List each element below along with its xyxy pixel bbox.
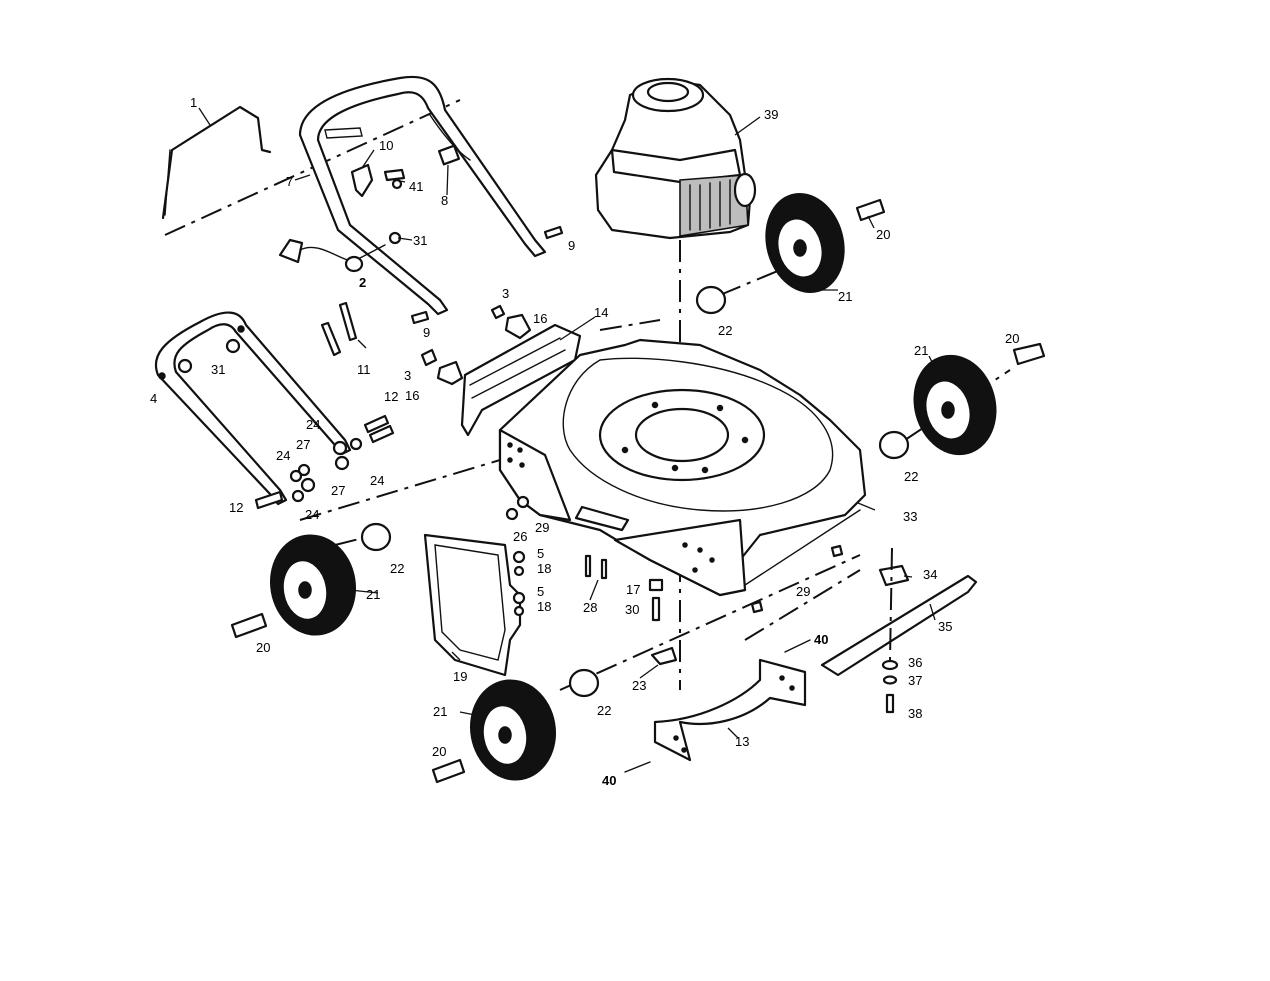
wheel-front-left (433, 670, 598, 787)
callout-29a: 29 (535, 520, 549, 535)
callout-2: 2 (359, 275, 366, 290)
callout-40a: 40 (814, 632, 828, 647)
callout-22a: 22 (718, 323, 732, 338)
callout-12b: 12 (229, 500, 243, 515)
callout-5b: 5 (537, 584, 544, 599)
callout-23: 23 (632, 678, 646, 693)
callout-21c: 21 (366, 587, 380, 602)
callout-34: 34 (923, 567, 937, 582)
callout-1: 1 (190, 95, 197, 110)
callout-3a: 3 (502, 286, 509, 301)
callout-33: 33 (903, 509, 917, 524)
callout-28: 28 (583, 600, 597, 615)
callout-9b: 9 (423, 325, 430, 340)
wheel-rear-left (232, 524, 390, 642)
callout-11: 11 (357, 362, 371, 377)
handle-knob-bolts (322, 303, 356, 355)
callout-21b: 21 (914, 343, 928, 358)
callout-24a: 24 (306, 417, 320, 432)
callout-4: 4 (150, 391, 157, 406)
callout-20a: 20 (876, 227, 890, 242)
callout-17: 17 (626, 582, 640, 597)
callout-5a: 5 (537, 546, 544, 561)
callout-27a: 27 (296, 437, 310, 452)
callout-9a: 9 (568, 238, 575, 253)
callout-12a: 12 (384, 389, 398, 404)
callout-29b: 29 (796, 584, 810, 599)
callout-20c: 20 (256, 640, 270, 655)
mower-deck-part (500, 340, 865, 595)
callout-27b: 27 (331, 483, 345, 498)
callout-20d: 20 (432, 744, 446, 759)
callout-3b: 3 (404, 368, 411, 383)
wheel-front-right (880, 344, 1044, 464)
control-bail-part (163, 107, 270, 218)
callout-22c: 22 (390, 561, 404, 576)
callout-22b: 22 (904, 469, 918, 484)
callout-31a: 31 (413, 233, 427, 248)
callout-24c: 24 (370, 473, 384, 488)
blade-assembly (822, 548, 976, 712)
callout-7: 7 (286, 174, 293, 189)
callout-30: 30 (625, 602, 639, 617)
callout-18a: 18 (537, 561, 551, 576)
callout-16b: 16 (405, 388, 419, 403)
callout-40b: 40 (602, 773, 616, 788)
callout-19: 19 (453, 669, 467, 684)
callout-26: 26 (513, 529, 527, 544)
callout-41: 41 (409, 179, 423, 194)
callout-21d: 21 (433, 704, 447, 719)
callout-10: 10 (379, 138, 393, 153)
callout-14: 14 (594, 305, 608, 320)
engine-part (596, 79, 755, 238)
callout-21a: 21 (838, 289, 852, 304)
cable-clip-part (439, 146, 459, 165)
callout-20b: 20 (1005, 331, 1019, 346)
callout-8: 8 (441, 193, 448, 208)
callout-22d: 22 (597, 703, 611, 718)
callout-24b: 24 (276, 448, 290, 463)
callout-37: 37 (908, 673, 922, 688)
front-skirt-part (625, 640, 810, 772)
callout-31b: 31 (211, 362, 225, 377)
callout-18b: 18 (537, 599, 551, 614)
upper-handle-part (300, 77, 545, 314)
side-discharge-deflector-part (425, 535, 520, 675)
callout-36: 36 (908, 655, 922, 670)
callout-35: 35 (938, 619, 952, 634)
callout-38: 38 (908, 706, 922, 721)
lower-handle-part (156, 313, 350, 504)
callout-13: 13 (735, 734, 749, 749)
callout-16a: 16 (533, 311, 547, 326)
callout-39: 39 (764, 107, 778, 122)
callout-24d: 24 (305, 507, 319, 522)
